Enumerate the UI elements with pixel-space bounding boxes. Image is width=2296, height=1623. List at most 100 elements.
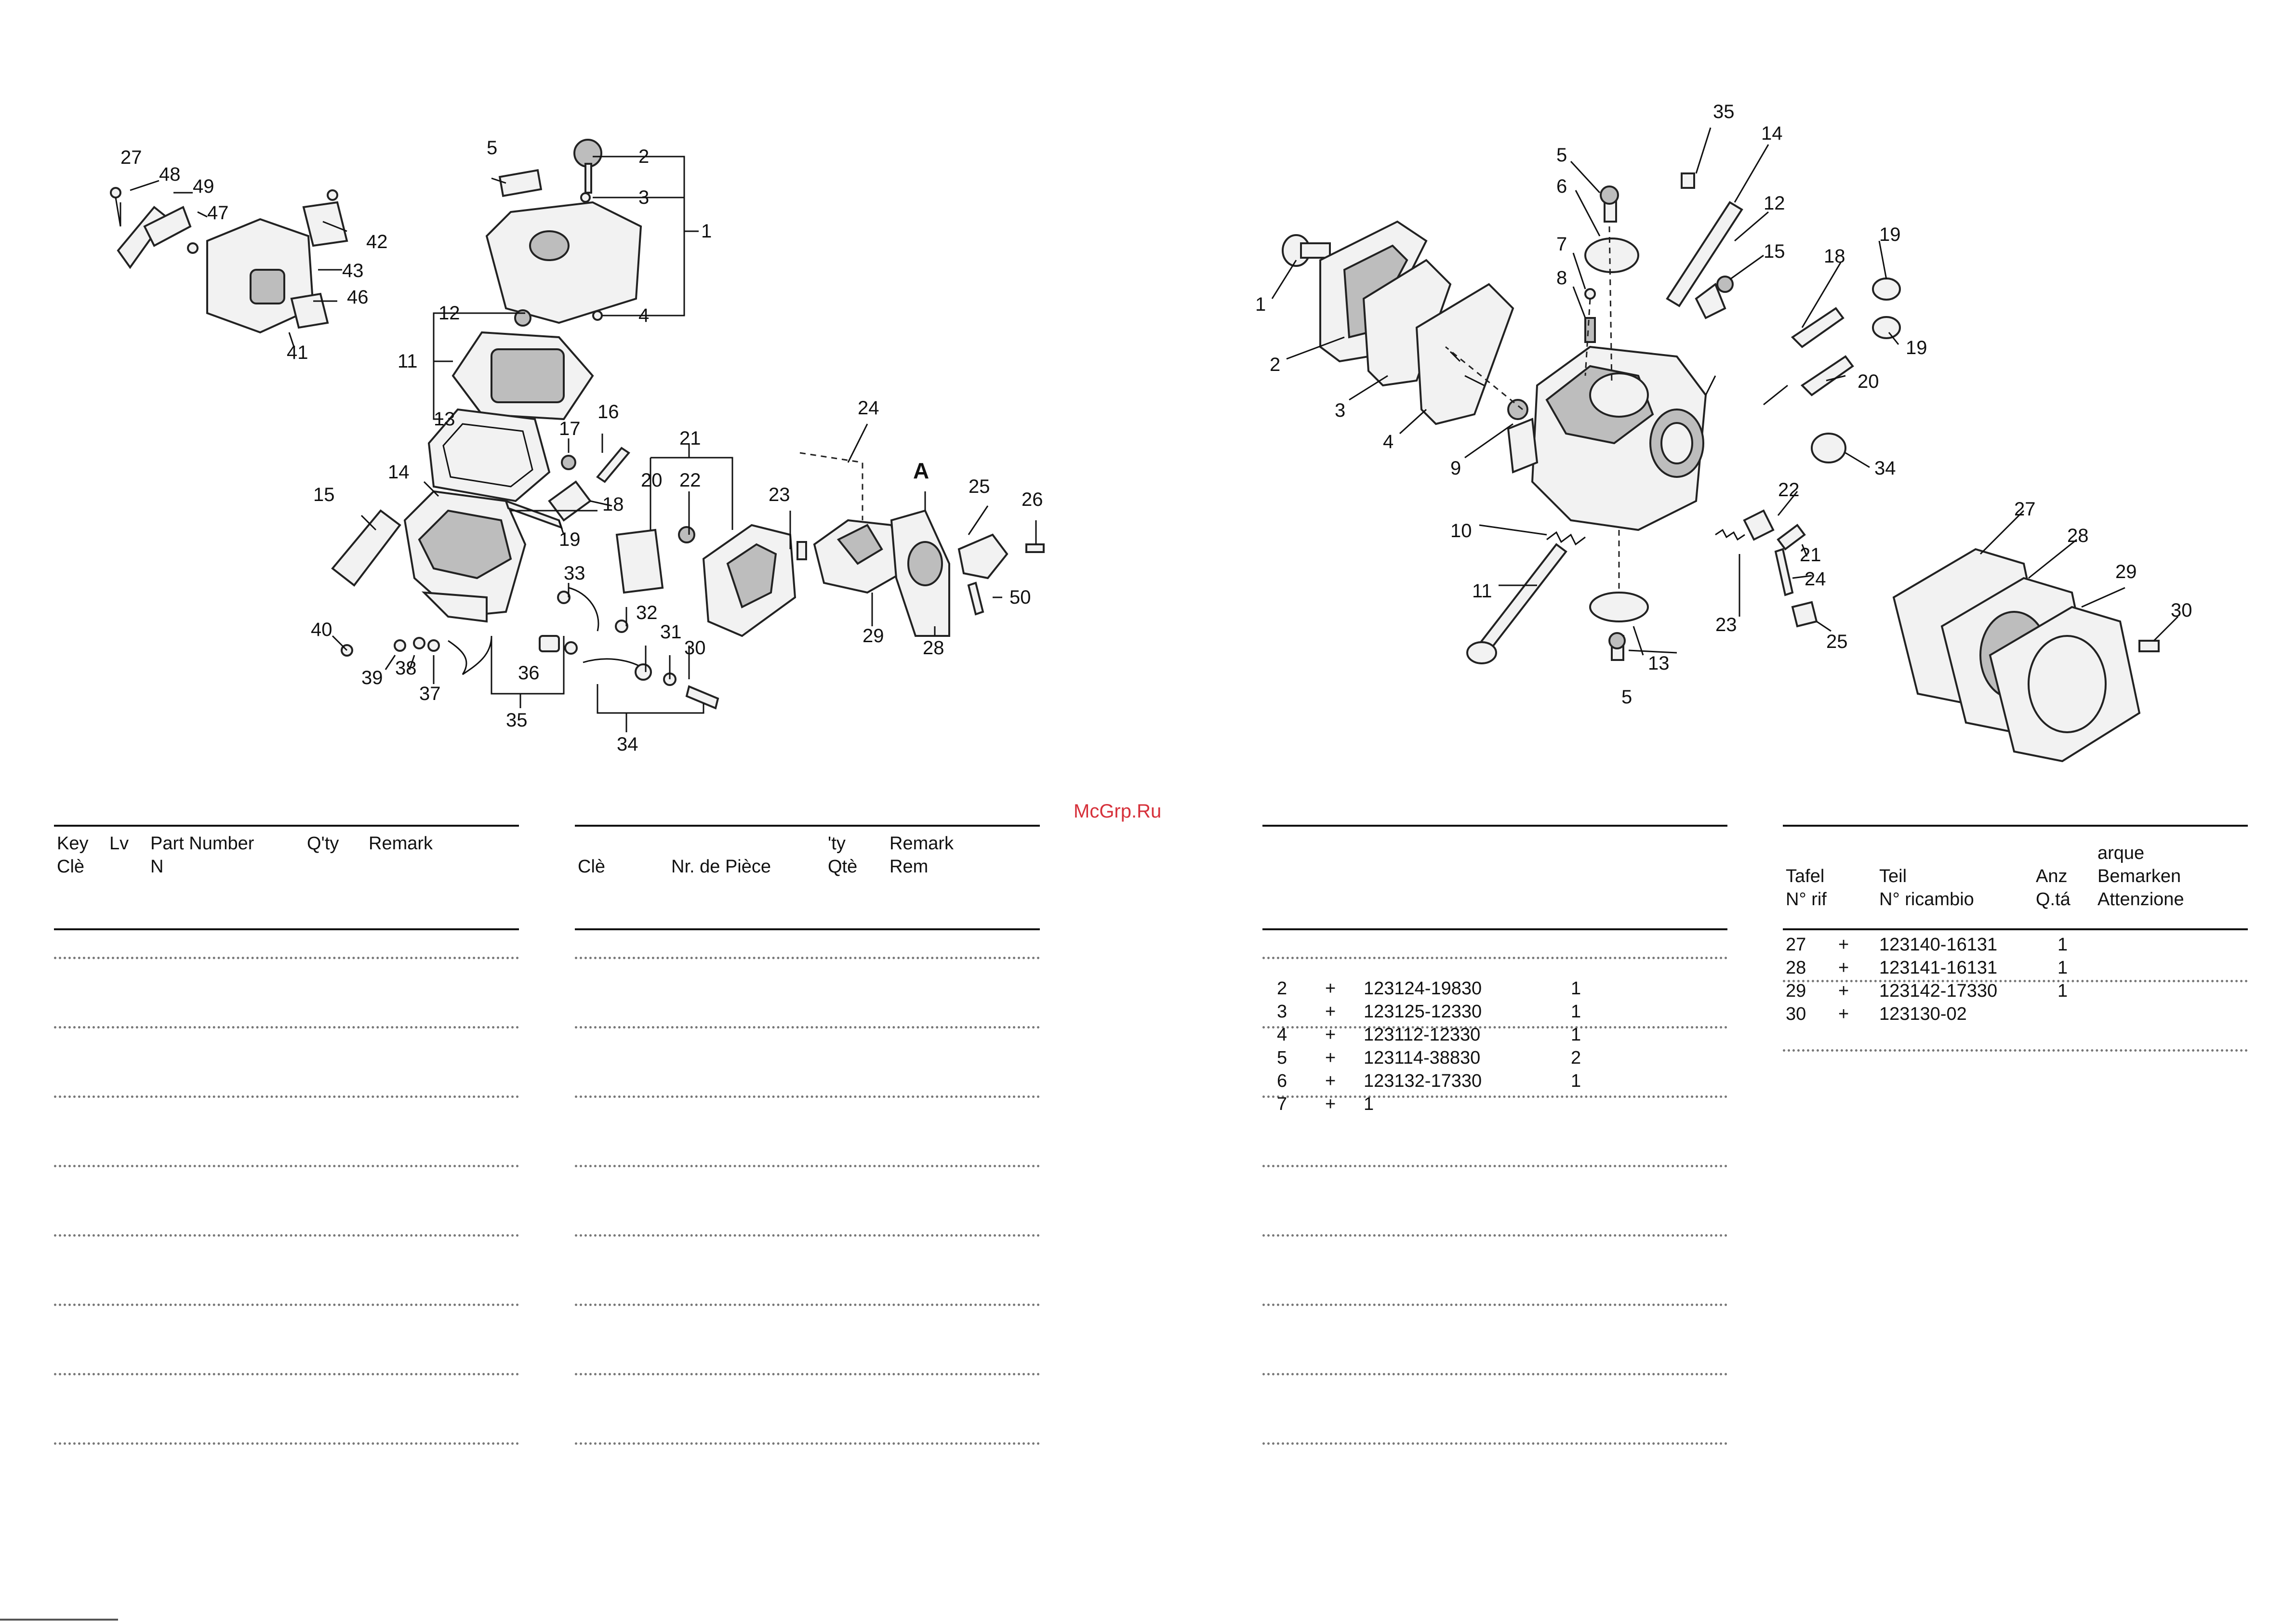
table-header-label: Remark — [889, 833, 954, 854]
callout-23-left: 23 — [769, 484, 790, 505]
callout-25-right: 25 — [1826, 631, 1848, 652]
callout-14-left: 14 — [388, 462, 410, 483]
cell-lv: + — [1325, 1094, 1336, 1114]
callout-20-right: 20 — [1858, 371, 1879, 392]
callout-50-left: 50 — [1009, 587, 1031, 608]
cell-lv: + — [1325, 978, 1336, 999]
callout-15-right: 15 — [1764, 241, 1785, 262]
cell-part: 123125-12330 — [1364, 1002, 1482, 1022]
cell-qty: 1 — [1571, 1002, 1581, 1022]
callout-42: 42 — [366, 231, 388, 252]
callout-18-right: 18 — [1824, 246, 1845, 267]
watermark: McGrp.Ru — [1074, 801, 1162, 822]
cell-lv: + — [1325, 1002, 1336, 1022]
callout-13-right: 13 — [1648, 653, 1670, 674]
dotted-leader-line — [54, 1304, 519, 1306]
table-header-label: Key — [57, 833, 89, 854]
dotted-leader-line — [1262, 1442, 1727, 1445]
callout-27: 27 — [120, 147, 142, 168]
callout-34-left: 34 — [617, 734, 638, 755]
diagram-left-callouts: 27 48 49 47 42 43 46 41 5 2 3 1 4 12 11 … — [120, 137, 1043, 755]
table-header-label: Clè — [57, 857, 85, 877]
dotted-leader-line — [575, 1026, 1040, 1029]
table-header-label: Q.tá — [2036, 889, 2070, 910]
dotted-leader-line — [1783, 1049, 2248, 1052]
table-rule-header — [1262, 928, 1727, 930]
dotted-leader-line — [1262, 1165, 1727, 1167]
dotted-leader-line — [1262, 957, 1727, 959]
callout-34-right: 34 — [1874, 458, 1896, 479]
cell-qty: 1 — [1571, 978, 1581, 999]
dotted-leader-line — [54, 1373, 519, 1375]
callout-19-right-a: 19 — [1879, 224, 1901, 245]
callout-27-right: 27 — [2014, 499, 2036, 520]
callout-43: 43 — [342, 260, 364, 281]
cell-part: 123130-02 — [1879, 1004, 1967, 1024]
callout-28-left: 28 — [923, 637, 944, 659]
cell-key: 28 — [1786, 958, 1806, 978]
cell-key: 4 — [1277, 1025, 1287, 1045]
dotted-leader-line — [54, 1095, 519, 1098]
callout-22-right: 22 — [1778, 479, 1800, 501]
cell-qty: 1 — [2057, 935, 2068, 955]
cell-part: 123142-17330 — [1879, 981, 1998, 1001]
callout-30-left: 30 — [684, 637, 706, 659]
callout-13-left: 13 — [434, 409, 455, 430]
callout-48: 48 — [159, 164, 181, 185]
cell-part: 123114-38830 — [1364, 1048, 1481, 1068]
callout-2-left: 2 — [638, 146, 649, 167]
callout-33-left: 33 — [564, 563, 585, 584]
dotted-leader-line — [575, 1095, 1040, 1098]
table-header-label: Lv — [109, 833, 129, 854]
cell-lv: + — [1838, 981, 1849, 1001]
table-header-label: N° rif — [1786, 889, 1827, 910]
callout-11-left: 11 — [398, 351, 418, 372]
table-header-label: Nr. de Pièce — [671, 857, 771, 877]
callout-1-left: 1 — [701, 221, 712, 242]
callout-24-left: 24 — [858, 397, 879, 419]
cell-qty: 1 — [1571, 1071, 1581, 1091]
table-rule-header — [575, 928, 1040, 930]
table-header-label: N — [150, 857, 164, 877]
callout-18-left: 18 — [602, 494, 624, 515]
callout-39-left: 39 — [361, 667, 383, 688]
callout-2-right: 2 — [1270, 354, 1280, 375]
table-header-label: Teil — [1879, 866, 1907, 886]
table-header-label: 'ty — [828, 833, 846, 854]
exploded-parts-diagrams: 27 48 49 47 42 43 46 41 5 2 3 1 4 12 11 … — [110, 101, 2192, 763]
callout-35-right: 35 — [1713, 101, 1735, 122]
callout-19-left: 19 — [559, 529, 581, 550]
diagram-left-air-intake — [110, 139, 1045, 732]
callout-A: A — [913, 458, 929, 483]
cell-lv: + — [1325, 1071, 1336, 1091]
callout-16-left: 16 — [597, 401, 619, 422]
cell-part: 1 — [1364, 1094, 1374, 1114]
table-header-label: Remark — [369, 833, 433, 854]
dotted-leader-line — [575, 1165, 1040, 1167]
callout-12-left: 12 — [438, 303, 460, 324]
table-rule-top — [1262, 825, 1727, 827]
callout-3-left: 3 — [638, 187, 649, 208]
table-rule-header — [54, 928, 519, 930]
callout-5-right: 5 — [1556, 145, 1567, 166]
cell-lv: + — [1325, 1048, 1336, 1068]
cell-lv: + — [1838, 1004, 1849, 1024]
table-row: 7+1 — [1262, 1093, 1727, 1116]
cell-lv: + — [1325, 1025, 1336, 1045]
callout-20-left: 20 — [641, 470, 663, 491]
dotted-leader-line — [54, 1442, 519, 1445]
callout-49: 49 — [193, 176, 214, 197]
callout-5-right-bottom: 5 — [1621, 686, 1632, 708]
callout-5-left: 5 — [487, 137, 497, 158]
callout-37-left: 37 — [419, 683, 441, 704]
callout-25-left: 25 — [969, 476, 990, 497]
cell-part: 123140-16131 — [1879, 935, 1998, 955]
dotted-leader-line — [1783, 980, 2248, 982]
dotted-leader-line — [54, 1234, 519, 1237]
callout-36-left: 36 — [518, 662, 540, 684]
